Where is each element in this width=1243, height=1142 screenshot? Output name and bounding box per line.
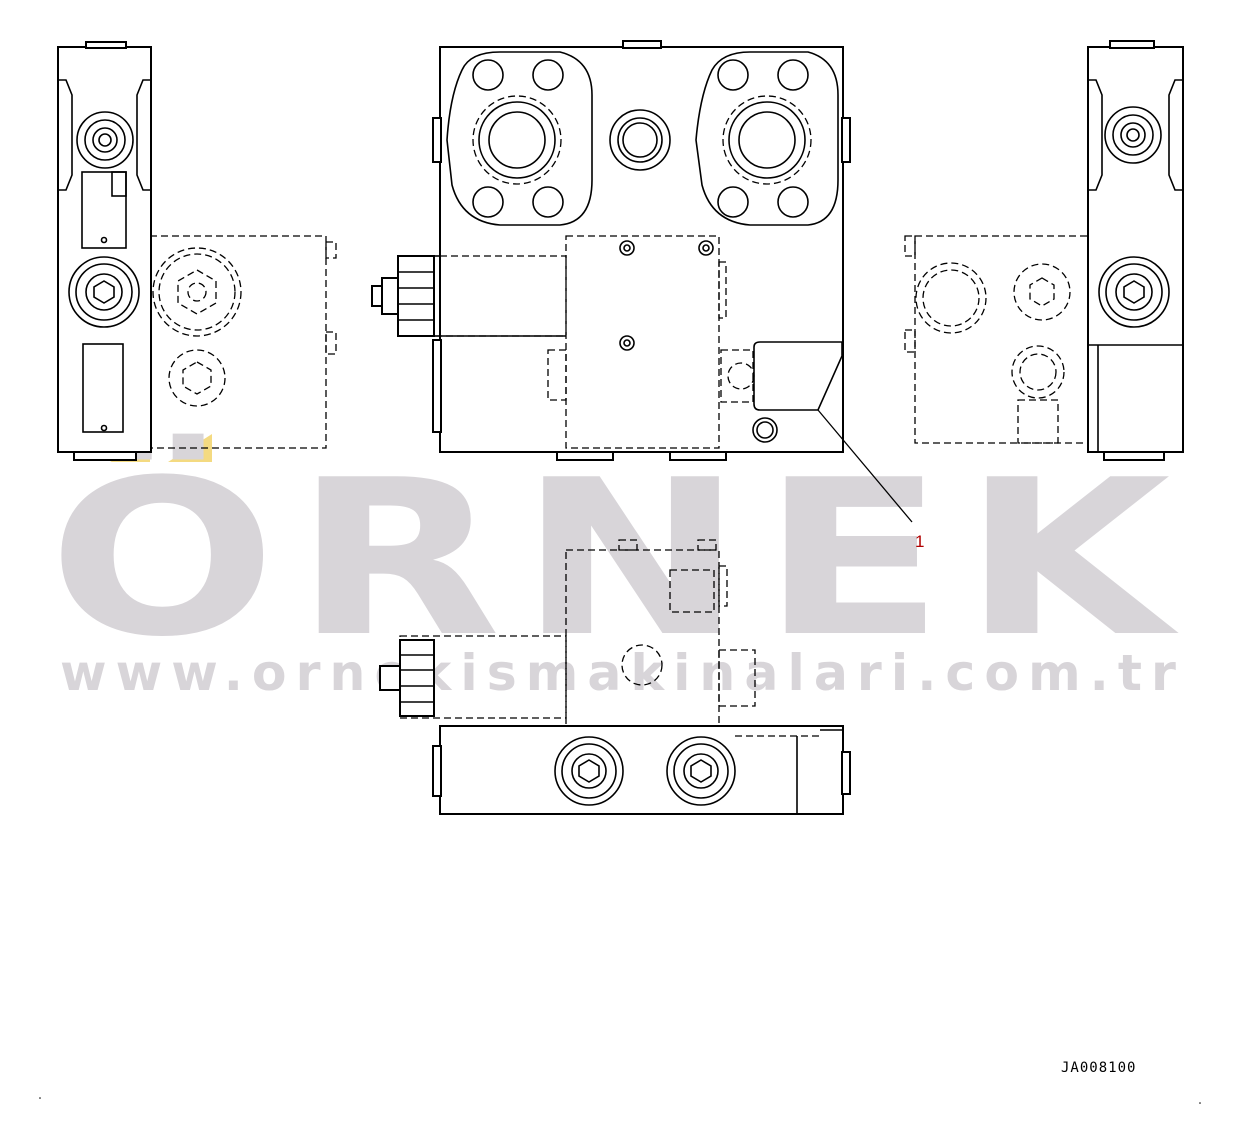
right-side-view — [904, 40, 1184, 461]
corner-mark-left — [39, 1097, 41, 1099]
callout-label: 1 — [915, 532, 924, 551]
bottom-view — [379, 539, 851, 815]
callout-1: 1 — [817, 409, 924, 551]
watermark-brand: ÖRNEK — [48, 433, 1188, 684]
left-side-view — [57, 41, 337, 461]
corner-mark-right — [1199, 1102, 1201, 1104]
watermark: ÖRNEK www.ornekismakinalari.com.tr — [48, 433, 1188, 702]
watermark-url: www.ornekismakinalari.com.tr — [60, 644, 1185, 702]
front-view — [371, 40, 851, 461]
callout-leader-line — [817, 409, 913, 523]
drawing-code: JA008100 — [1061, 1060, 1136, 1076]
